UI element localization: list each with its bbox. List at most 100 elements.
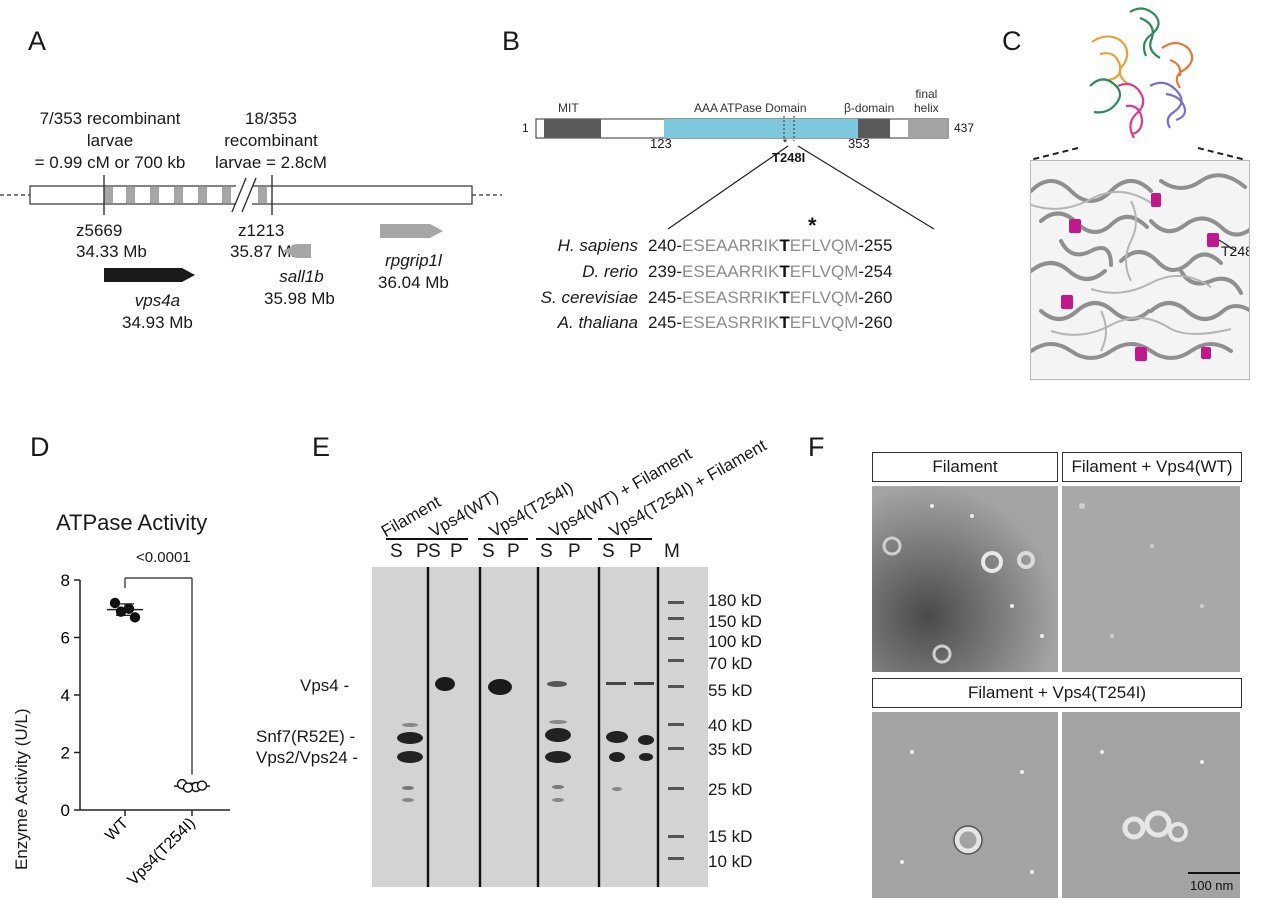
seq-key: T bbox=[779, 288, 790, 307]
ladder-label: 25 kD bbox=[708, 780, 753, 799]
lane-underline bbox=[424, 538, 468, 540]
beta-domain bbox=[858, 119, 890, 138]
marker-z1213-label: z1213 35.87 Mb bbox=[230, 220, 301, 262]
ladder-label: 180 kD bbox=[708, 591, 762, 610]
aaa-end-pos: 353 bbox=[848, 136, 870, 151]
interval-stripes bbox=[104, 187, 267, 203]
ladder-label: 55 kD bbox=[708, 681, 753, 700]
ladder-label: 35 kD bbox=[708, 740, 753, 759]
right-interval-label: 18/353 recombinant larvae = 2.8cM bbox=[206, 108, 336, 174]
panel-label-a: A bbox=[28, 26, 47, 56]
em-image-t254i-1 bbox=[872, 712, 1058, 898]
panel-label-f: F bbox=[808, 432, 825, 462]
sequence-row: 240-ESEAARRIKTEFLVQM-255 bbox=[648, 236, 892, 256]
domain-diagram bbox=[535, 116, 949, 230]
seq-end: -255 bbox=[858, 236, 893, 255]
left-interval-line2: larvae bbox=[86, 131, 134, 150]
final-helix-domain bbox=[908, 119, 948, 138]
seq-end: -260 bbox=[858, 313, 893, 332]
structure-zoom-panel: T248 bbox=[1030, 160, 1250, 380]
gene-name: sall1b bbox=[279, 267, 324, 286]
chart-annotation: <0.0001 bbox=[136, 549, 191, 566]
chromosome-map bbox=[0, 175, 502, 215]
seq-end: -260 bbox=[858, 288, 893, 307]
domain-final-helix-label: final helix bbox=[914, 87, 939, 115]
em-image-filament bbox=[872, 486, 1058, 672]
em-image-filament-wt bbox=[1062, 486, 1240, 672]
conserved-star: * bbox=[808, 213, 817, 238]
gene-sall1b-label: sall1b 35.98 Mb bbox=[264, 266, 335, 310]
em-label-filament-wt: Filament + Vps4(WT) bbox=[1062, 452, 1242, 482]
seq-start: 245- bbox=[648, 288, 683, 307]
left-interval-label: 7/353 recombinant larvae = 0.99 cM or 70… bbox=[30, 108, 190, 174]
seq-start: 240- bbox=[648, 236, 683, 255]
final-line2: helix bbox=[914, 101, 939, 115]
data-point bbox=[196, 780, 208, 791]
seq-post: EFLVQM bbox=[789, 262, 859, 281]
seq-end-pos: 437 bbox=[954, 121, 975, 135]
gene-vps4a-label: vps4a 34.93 Mb bbox=[122, 290, 193, 334]
em-label-filament: Filament bbox=[872, 452, 1058, 482]
zoom-connector bbox=[1029, 147, 1247, 161]
vps4a-arrow-icon bbox=[104, 268, 195, 282]
y-tick-label: 0 bbox=[61, 801, 70, 820]
seq-end: -254 bbox=[858, 262, 893, 281]
hexamer-structure-icon bbox=[1089, 7, 1194, 139]
species-name: A. thaliana bbox=[557, 313, 638, 332]
zoom-line-right bbox=[797, 145, 935, 230]
aaa-domain bbox=[664, 119, 858, 138]
x-tick-label: Vps4(T254I) bbox=[125, 815, 199, 889]
scale-bar-label: 100 nm bbox=[1190, 878, 1234, 893]
seq-key: T bbox=[779, 236, 790, 255]
seq-key: T bbox=[779, 262, 790, 281]
seq-post: EFLVQM bbox=[789, 236, 859, 255]
lane-s-label: S bbox=[602, 541, 615, 562]
em-image-t254i-2: 100 nm bbox=[1062, 712, 1240, 898]
marker-name: z1213 bbox=[238, 221, 285, 240]
chart-title: ATPase Activity bbox=[56, 510, 208, 535]
lane-underline bbox=[536, 538, 592, 540]
seq-key: T bbox=[779, 313, 790, 332]
y-tick-label: 2 bbox=[61, 744, 70, 763]
marker-name: z5669 bbox=[76, 221, 123, 240]
rpgrip1l-arrow-icon bbox=[380, 224, 443, 238]
ladder-label: 100 kD bbox=[708, 632, 762, 651]
lane-p-label: P bbox=[416, 541, 429, 562]
ladder-label: 70 kD bbox=[708, 654, 753, 673]
seq-pre: ESEAARRIK bbox=[682, 262, 780, 281]
species-name: H. sapiens bbox=[557, 236, 638, 255]
gene-name: vps4a bbox=[134, 291, 181, 310]
domain-aaa-label: AAA ATPase Domain bbox=[694, 101, 807, 115]
sequence-row: 239-ESEAARRIKTEFLVQM-254 bbox=[648, 262, 892, 282]
mutation-label: T248I bbox=[772, 150, 806, 165]
lane-p-label: P bbox=[568, 541, 581, 562]
seq-pre: ESEASRRIK bbox=[682, 313, 780, 332]
domain-mit-label: MIT bbox=[558, 101, 579, 115]
panel-label-c: C bbox=[1002, 26, 1022, 56]
mutation-small-star: * bbox=[783, 137, 788, 149]
panel-label-e: E bbox=[312, 432, 331, 462]
seq-post: EFLVQM bbox=[789, 313, 859, 332]
seq-pre: ESEAARRIK bbox=[682, 236, 780, 255]
data-point bbox=[109, 597, 121, 609]
final-line1: final bbox=[915, 87, 938, 101]
em-label-filament-t254i: Filament + Vps4(T254I) bbox=[872, 678, 1242, 708]
domain-beta-label: β-domain bbox=[844, 101, 895, 115]
data-point bbox=[129, 612, 141, 623]
marker-pos: 34.33 Mb bbox=[76, 242, 147, 261]
lane-underline bbox=[386, 538, 438, 540]
lane-s-label: S bbox=[428, 541, 441, 562]
gel-image bbox=[372, 567, 708, 887]
species-name: S. cerevisiae bbox=[540, 288, 638, 307]
y-tick-label: 4 bbox=[61, 686, 70, 705]
gel-bands bbox=[372, 567, 708, 887]
residue-label-t248: T248 bbox=[1221, 243, 1250, 259]
ladder-label: 10 kD bbox=[708, 852, 753, 871]
break-gap bbox=[236, 180, 252, 210]
x-tick-label: WT bbox=[102, 815, 132, 845]
band-label-snf7: Snf7(R52E) - bbox=[256, 727, 356, 746]
lane-p-label: P bbox=[629, 541, 642, 562]
gene-pos: 35.98 Mb bbox=[264, 289, 335, 308]
marker-lane-label: M bbox=[664, 541, 680, 562]
